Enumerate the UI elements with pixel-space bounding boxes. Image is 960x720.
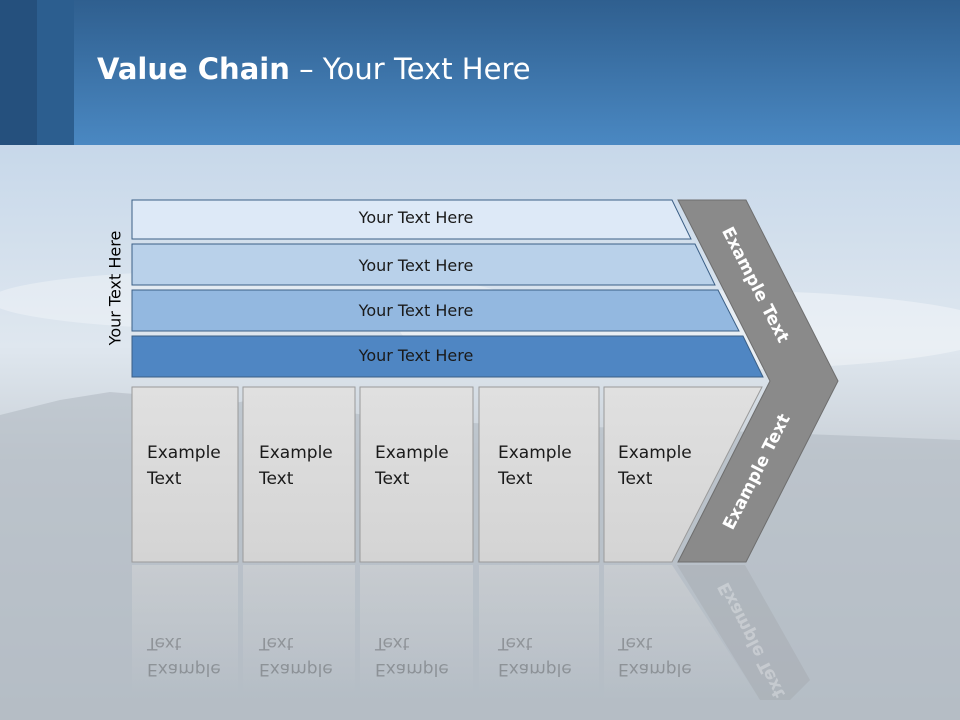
cell-5 bbox=[603, 386, 763, 563]
cell-1-reflection-line1: Example bbox=[147, 659, 221, 679]
cell-2-reflection-line1: Example bbox=[259, 659, 333, 679]
cell-4-line2: Text bbox=[498, 469, 533, 489]
cell-3-reflection: Example Text bbox=[375, 630, 449, 682]
reflection bbox=[132, 565, 810, 700]
band-1-label: Your Text Here bbox=[358, 208, 474, 227]
band-3 bbox=[131, 289, 740, 332]
cell-3 bbox=[359, 386, 474, 563]
cell-1-reflection: Example Text bbox=[147, 630, 221, 682]
band-1 bbox=[131, 199, 692, 240]
cell-4-reflection-line1: Example bbox=[498, 659, 572, 679]
cell-2-line1: Example bbox=[259, 443, 333, 463]
title-rest: – Your Text Here bbox=[289, 52, 531, 86]
band-4 bbox=[131, 335, 764, 378]
band-2-label: Your Text Here bbox=[358, 256, 474, 275]
cell-4 bbox=[478, 386, 600, 563]
cell-4-reflection-line2: Text bbox=[498, 633, 533, 653]
cell-5-reflection: Example Text bbox=[618, 630, 692, 682]
slide-title: Value Chain – Your Text Here bbox=[97, 52, 531, 86]
header-band-mid bbox=[37, 0, 74, 145]
header-band-dark bbox=[0, 0, 37, 145]
cell-2-reflection-line2: Text bbox=[259, 633, 294, 653]
cell-4-reflection: Example Text bbox=[498, 630, 572, 682]
cell-1-reflection-line2: Text bbox=[147, 633, 182, 653]
title-bold: Value Chain bbox=[97, 52, 290, 86]
cell-1-line1: Example bbox=[147, 443, 221, 463]
cell-3-reflection-line2: Text bbox=[375, 633, 410, 653]
cell-1-line2: Text bbox=[147, 469, 182, 489]
header-bar: Value Chain – Your Text Here bbox=[0, 0, 960, 145]
band-2 bbox=[131, 243, 716, 286]
cell-3-reflection-line1: Example bbox=[375, 659, 449, 679]
cell-2-reflection: Example Text bbox=[259, 630, 333, 682]
cell-5-reflection-line2: Text bbox=[618, 633, 653, 653]
cell-5-reflection-line1: Example bbox=[618, 659, 692, 679]
chevron-arrow bbox=[677, 199, 839, 563]
cell-1 bbox=[131, 386, 239, 563]
cell-2-line2: Text bbox=[259, 469, 294, 489]
cell-5-line1: Example bbox=[618, 443, 692, 463]
cell-3-line1: Example bbox=[375, 443, 449, 463]
cell-4-line1: Example bbox=[498, 443, 572, 463]
cell-3-line2: Text bbox=[375, 469, 410, 489]
cell-2 bbox=[242, 386, 356, 563]
side-label: Your Text Here bbox=[105, 230, 125, 346]
cell-5-line2: Text bbox=[618, 469, 653, 489]
band-4-label: Your Text Here bbox=[358, 346, 474, 365]
band-3-label: Your Text Here bbox=[358, 301, 474, 320]
